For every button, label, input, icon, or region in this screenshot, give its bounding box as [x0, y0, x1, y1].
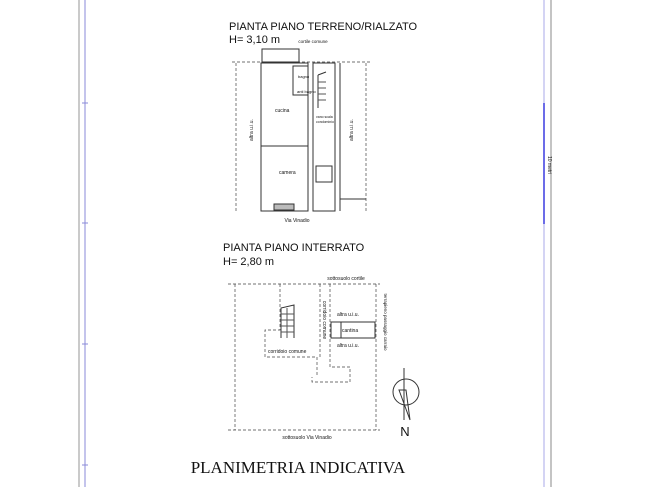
label-street-under: sottosuolo Via Vinadio [282, 435, 332, 441]
basement-height: H= 2,80 m [223, 256, 274, 268]
label-bathroom: bagno [298, 74, 310, 79]
label-corridor-vertical: corridoio comune [321, 301, 327, 340]
label-stair-landing-1: vano scala [316, 115, 333, 119]
north-label: N [400, 424, 409, 439]
ground-floor-title: PIANTA PIANO TERRENO/RIALZATO [229, 21, 418, 33]
label-courtyard-under: sottosuolo cortile [327, 276, 365, 282]
label-stair-landing-2: condominio [316, 120, 334, 124]
label-other-unit-left: altra u.i.u. [249, 119, 255, 141]
label-other-unit-bottom: altra u.i.u. [337, 343, 359, 349]
basement-title: PIANTA PIANO INTERRATO [223, 242, 365, 254]
label-other-unit-top: altra u.i.u. [337, 312, 359, 318]
footer-title: PLANIMETRIA INDICATIVA [191, 458, 406, 477]
north-arrow-icon [392, 368, 420, 421]
ground-floor-height: H= 3,10 m [229, 34, 280, 46]
label-street: Via Vinadio [284, 218, 309, 224]
label-driveway: terrapieno passaggio carraio [383, 293, 388, 351]
scale-label: 10 metri [546, 156, 552, 174]
label-corridor-horizontal: corridoio comune [268, 349, 307, 355]
basement-plan [228, 283, 380, 431]
label-other-unit-right: altra u.i.u. [349, 119, 355, 141]
label-antibath: anti bagno [297, 89, 316, 94]
label-bedroom: camera [279, 170, 296, 176]
label-courtyard: cortile comune [298, 39, 328, 44]
frame-ticks [82, 102, 88, 466]
label-kitchen: cucina [275, 108, 290, 114]
ground-floor-plan [232, 48, 370, 212]
label-cellar: cantina [342, 328, 358, 334]
